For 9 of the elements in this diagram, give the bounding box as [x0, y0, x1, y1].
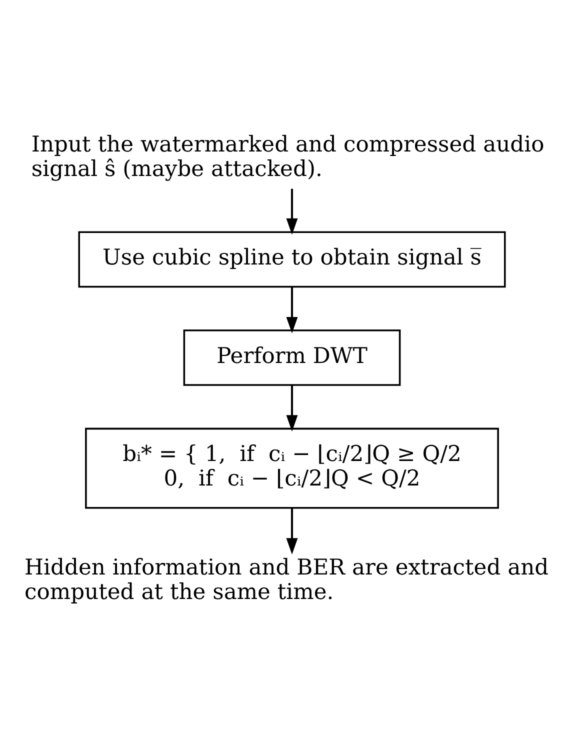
node-box: bᵢ* = { 1, if cᵢ − ⌊cᵢ/2⌋Q ≥ Q/2 0, if cᵢ − ⌊cᵢ/2⌋Q < Q/2: [85, 427, 499, 508]
node-box: Use cubic spline to obtain signal s̅: [78, 230, 506, 288]
node-text: Hidden information and BER are extracted and computed at the same time.: [24, 554, 549, 604]
node-text: Input the watermarked and compressed audio signal ŝ (maybe attacked).: [31, 132, 544, 182]
arrow: [286, 188, 298, 234]
node-box: Perform DWT: [183, 329, 401, 386]
arrow: [286, 508, 298, 554]
arrow: [286, 384, 298, 431]
arrow: [286, 286, 298, 333]
